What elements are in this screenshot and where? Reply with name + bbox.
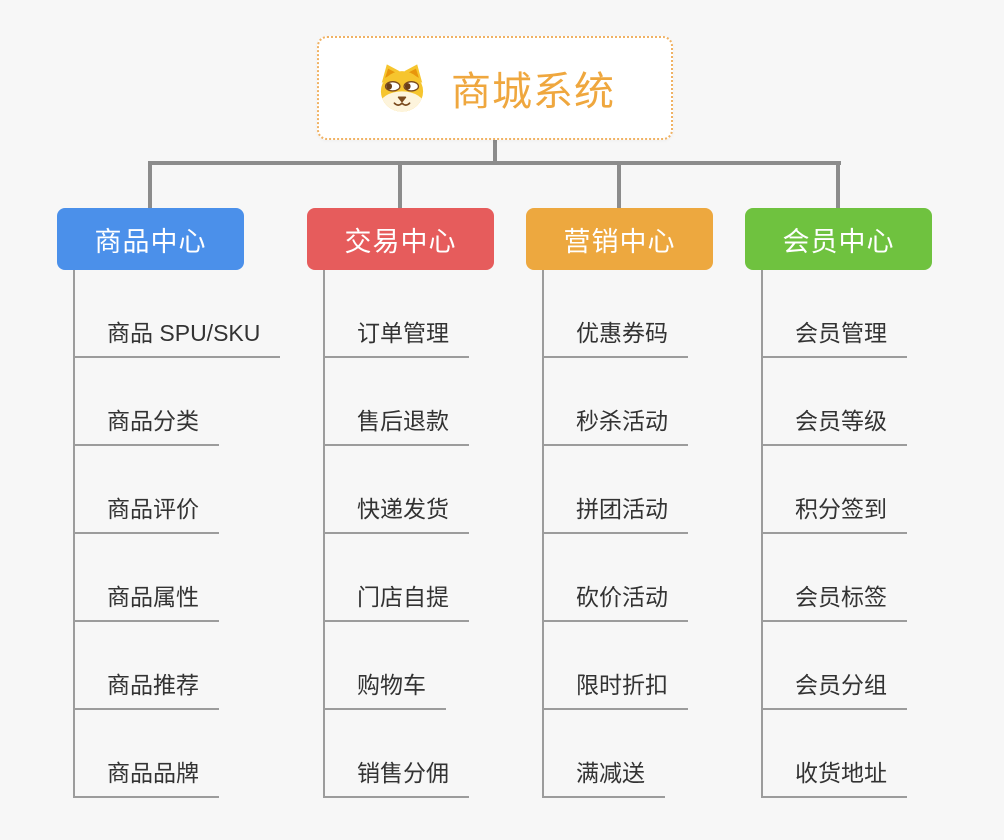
dog-face-icon [380, 64, 424, 112]
connector-horizontal-bar [148, 161, 841, 165]
connector-drop-member [836, 163, 840, 208]
child-node[interactable]: 商品属性 [73, 534, 244, 622]
branch-children-member: 会员管理 会员等级 积分签到 会员标签 会员分组 收货地址 [745, 270, 932, 798]
child-label: 商品分类 [73, 402, 219, 446]
child-label: 商品 SPU/SKU [73, 314, 281, 358]
child-node[interactable]: 满减送 [542, 710, 713, 798]
child-label: 限时折扣 [542, 666, 688, 710]
child-node[interactable]: 优惠券码 [542, 270, 713, 358]
child-label: 商品属性 [73, 578, 219, 622]
child-label: 砍价活动 [542, 578, 688, 622]
child-label: 秒杀活动 [542, 402, 688, 446]
child-label: 会员标签 [761, 578, 907, 622]
branch-children-trade: 订单管理 售后退款 快递发货 门店自提 购物车 销售分佣 [307, 270, 494, 798]
child-label: 满减送 [542, 754, 665, 798]
child-node[interactable]: 会员分组 [761, 622, 932, 710]
connector-drop-trade [398, 163, 402, 208]
branch-node-product-center[interactable]: 商品中心 [57, 208, 244, 270]
root-node[interactable]: 商城系统 [317, 36, 673, 140]
child-node[interactable]: 积分签到 [761, 446, 932, 534]
child-label: 会员管理 [761, 314, 907, 358]
root-title: 商城系统 [451, 70, 615, 114]
child-label: 销售分佣 [323, 754, 469, 798]
child-label: 门店自提 [323, 578, 469, 622]
child-label: 积分签到 [761, 490, 907, 534]
child-label: 优惠券码 [542, 314, 688, 358]
child-node[interactable]: 拼团活动 [542, 446, 713, 534]
child-node[interactable]: 会员标签 [761, 534, 932, 622]
child-node[interactable]: 限时折扣 [542, 622, 713, 710]
child-label: 购物车 [323, 666, 446, 710]
connector-drop-product [148, 163, 152, 208]
child-node[interactable]: 商品分类 [73, 358, 244, 446]
branch-trade-center: 交易中心 订单管理 售后退款 快递发货 门店自提 购物车 销售分佣 [307, 208, 494, 798]
child-label: 收货地址 [761, 754, 907, 798]
branch-marketing-center: 营销中心 优惠券码 秒杀活动 拼团活动 砍价活动 限时折扣 满减送 [526, 208, 713, 798]
child-label: 会员分组 [761, 666, 907, 710]
branch-product-center: 商品中心 商品 SPU/SKU 商品分类 商品评价 商品属性 商品推荐 商品品牌 [57, 208, 281, 798]
child-label: 商品品牌 [73, 754, 219, 798]
child-node[interactable]: 销售分佣 [323, 710, 494, 798]
child-node[interactable]: 会员管理 [761, 270, 932, 358]
child-node[interactable]: 商品 SPU/SKU [73, 270, 281, 358]
child-node[interactable]: 快递发货 [323, 446, 494, 534]
connector-drop-marketing [617, 163, 621, 208]
child-node[interactable]: 购物车 [323, 622, 494, 710]
child-label: 售后退款 [323, 402, 469, 446]
child-node[interactable]: 收货地址 [761, 710, 932, 798]
child-node[interactable]: 售后退款 [323, 358, 494, 446]
child-node[interactable]: 秒杀活动 [542, 358, 713, 446]
branch-children-line [542, 270, 544, 798]
child-node[interactable]: 商品推荐 [73, 622, 244, 710]
child-node[interactable]: 订单管理 [323, 270, 494, 358]
branch-children-line [761, 270, 763, 798]
branch-children-marketing: 优惠券码 秒杀活动 拼团活动 砍价活动 限时折扣 满减送 [526, 270, 713, 798]
branch-node-trade-center[interactable]: 交易中心 [307, 208, 494, 270]
child-label: 商品推荐 [73, 666, 219, 710]
child-label: 会员等级 [761, 402, 907, 446]
child-label: 快递发货 [323, 490, 469, 534]
child-label: 订单管理 [323, 314, 469, 358]
child-label: 拼团活动 [542, 490, 688, 534]
child-node[interactable]: 商品评价 [73, 446, 244, 534]
branch-children-line [73, 270, 75, 798]
child-node[interactable]: 商品品牌 [73, 710, 244, 798]
branch-member-center: 会员中心 会员管理 会员等级 积分签到 会员标签 会员分组 收货地址 [745, 208, 932, 798]
child-label: 商品评价 [73, 490, 219, 534]
branch-node-marketing-center[interactable]: 营销中心 [526, 208, 713, 270]
child-node[interactable]: 门店自提 [323, 534, 494, 622]
branch-children-line [323, 270, 325, 798]
branch-node-member-center[interactable]: 会员中心 [745, 208, 932, 270]
branch-children-product: 商品 SPU/SKU 商品分类 商品评价 商品属性 商品推荐 商品品牌 [57, 270, 281, 798]
connector-root-stub [493, 140, 497, 165]
child-node[interactable]: 会员等级 [761, 358, 932, 446]
child-node[interactable]: 砍价活动 [542, 534, 713, 622]
